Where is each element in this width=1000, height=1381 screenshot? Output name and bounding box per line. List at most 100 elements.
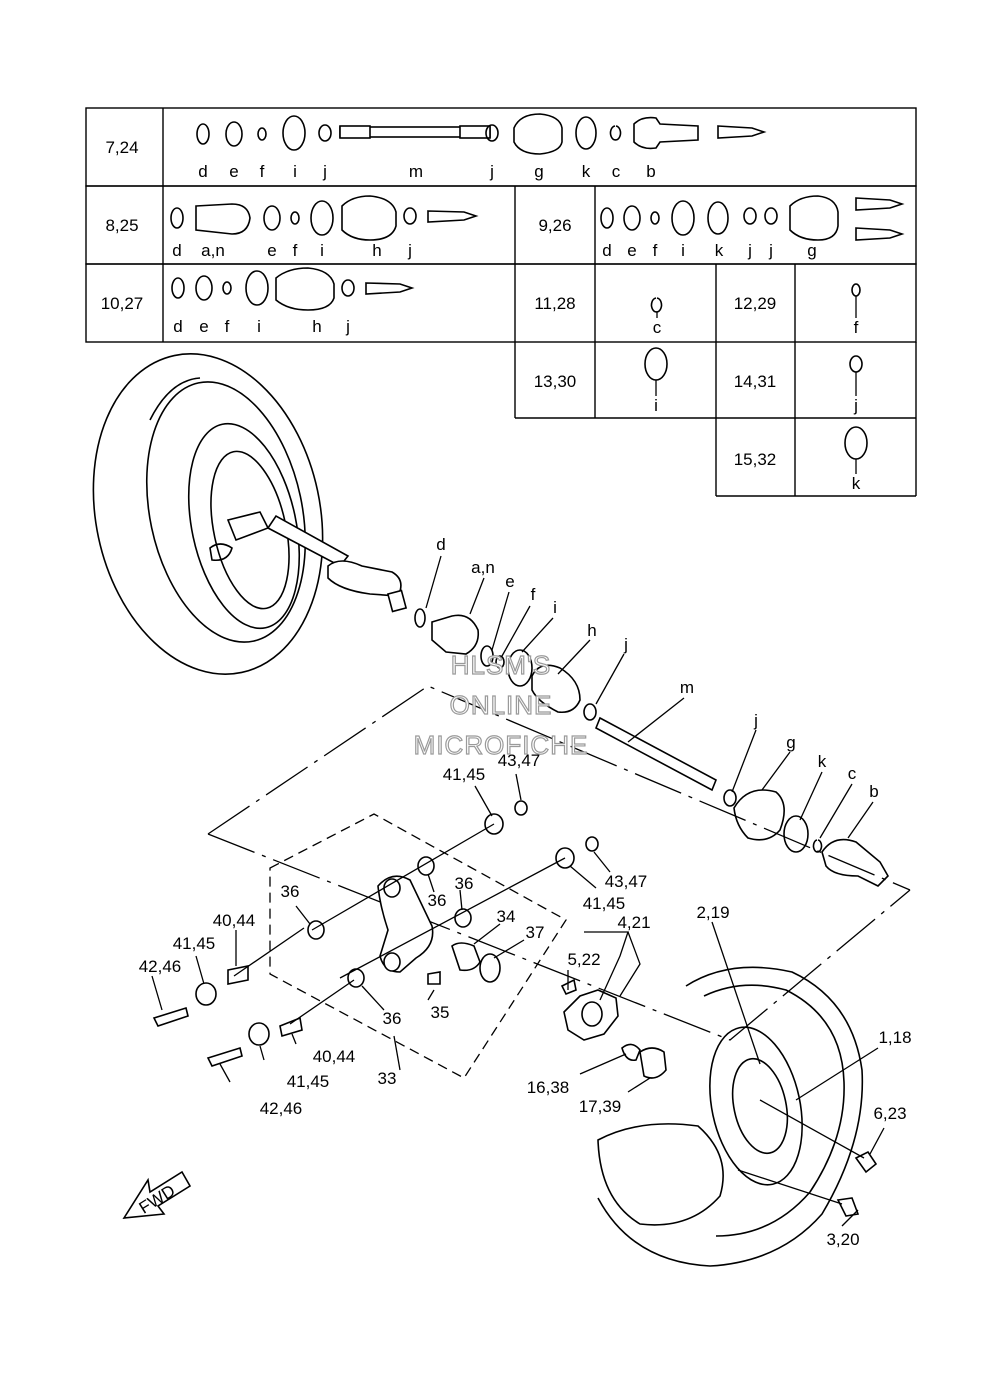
hub <box>563 989 619 1041</box>
callout-b: b <box>869 782 878 801</box>
svg-text:f: f <box>225 317 230 336</box>
table-ref-13-30: 13,30 <box>534 372 577 391</box>
callout-5-22: 5,22 <box>567 950 600 969</box>
row-10-27-letters: d e f i h j <box>173 317 350 336</box>
svg-text:m: m <box>409 162 423 181</box>
callout-4-21: 4,21 <box>617 913 650 932</box>
arm-assembly <box>152 800 599 1067</box>
callout-k: k <box>818 752 827 771</box>
svg-text:h: h <box>372 241 381 260</box>
svg-text:j: j <box>407 241 412 260</box>
svg-text:i: i <box>257 317 261 336</box>
svg-text:g: g <box>534 162 543 181</box>
callout-labels: d a,n e f i h j m j g k c b 41,45 43,47 … <box>139 535 912 1249</box>
rear-wheel-assembly <box>560 966 878 1267</box>
svg-text:j: j <box>747 241 752 260</box>
row-9-26-sketches <box>600 195 905 241</box>
table-ref-15-32: 15,32 <box>734 450 777 469</box>
part-k-band <box>783 815 809 853</box>
svg-text:f: f <box>260 162 265 181</box>
svg-text:e: e <box>267 241 276 260</box>
part-h-boot <box>531 664 581 714</box>
svg-text:j: j <box>853 396 858 415</box>
table-ref-11-28: 11,28 <box>534 294 575 313</box>
row-7-24-letters: d e f i j m j g k c b <box>198 162 655 181</box>
row-8-25-sketches <box>170 195 479 241</box>
svg-text:j: j <box>489 162 494 181</box>
callout-36-b: 36 <box>455 874 474 893</box>
callout-43-47-right: 43,47 <box>605 872 648 891</box>
svg-text:i: i <box>293 162 297 181</box>
part-i-band <box>507 649 533 687</box>
callout-36-a: 36 <box>281 882 300 901</box>
callout-6-23: 6,23 <box>873 1104 906 1123</box>
part-g-boot <box>733 789 785 841</box>
svg-text:d: d <box>172 241 181 260</box>
watermark-line-2: ONLINE <box>450 690 553 720</box>
svg-text:i: i <box>320 241 324 260</box>
svg-text:d: d <box>173 317 182 336</box>
watermark: HLSM'S ONLINE MICROFICHE <box>413 649 589 760</box>
svg-text:a,n: a,n <box>201 241 225 260</box>
row-9-26-letters: d e f i k j j g <box>602 241 816 260</box>
callout-m: m <box>680 678 694 697</box>
svg-text:j: j <box>768 241 773 260</box>
table-ref-9-26: 9,26 <box>538 216 571 235</box>
callout-35: 35 <box>431 1003 450 1022</box>
svg-text:d: d <box>198 162 207 181</box>
front-wheel-assembly <box>92 353 408 675</box>
svg-text:i: i <box>654 396 658 415</box>
svg-text:j: j <box>322 162 327 181</box>
part-f-clip <box>495 655 505 669</box>
table-ref-12-29: 12,29 <box>734 294 777 313</box>
table-ref-8-25: 8,25 <box>105 216 138 235</box>
fwd-arrow-icon <box>122 1170 192 1219</box>
row-10-27-sketches <box>171 267 415 311</box>
svg-text:j: j <box>345 317 350 336</box>
table-ref-7-24: 7,24 <box>105 138 138 157</box>
leader-lines <box>151 555 885 1227</box>
callout-16-38: 16,38 <box>527 1078 570 1097</box>
callout-h: h <box>587 621 596 640</box>
svg-text:f: f <box>653 241 658 260</box>
part-b-cv-joint <box>821 838 889 887</box>
callout-36-c: 36 <box>428 891 447 910</box>
callout-3-20: 3,20 <box>826 1230 859 1249</box>
callout-33: 33 <box>378 1069 397 1088</box>
svg-text:e: e <box>229 162 238 181</box>
callout-41-45-b: 41,45 <box>287 1072 330 1091</box>
svg-text:f: f <box>293 241 298 260</box>
svg-text:e: e <box>627 241 636 260</box>
callout-34: 34 <box>497 907 516 926</box>
arm-body <box>377 875 434 973</box>
single-part-cells: c f i j k <box>644 283 868 493</box>
parts-table: 7,24 8,25 9,26 10,27 11,28 12,29 13,30 1… <box>85 107 917 497</box>
svg-text:c: c <box>612 162 621 181</box>
part-e-ring <box>480 645 494 667</box>
svg-text:h: h <box>312 317 321 336</box>
svg-text:b: b <box>646 162 655 181</box>
fwd-arrow: FWD <box>122 1170 192 1219</box>
callout-42-46-a: 42,46 <box>139 957 182 976</box>
callout-2-19: 2,19 <box>696 903 729 922</box>
callout-f: f <box>531 585 536 604</box>
callout-41-45-top: 41,45 <box>443 765 486 784</box>
callout-d: d <box>436 535 445 554</box>
callout-43-47-top: 43,47 <box>498 751 541 770</box>
svg-text:g: g <box>807 241 816 260</box>
table-ref-10-27: 10,27 <box>101 294 144 313</box>
part-c-clip <box>812 839 823 853</box>
svg-text:d: d <box>602 241 611 260</box>
callout-c: c <box>848 764 857 783</box>
callout-e: e <box>505 572 514 591</box>
callout-i: i <box>553 598 557 617</box>
watermark-line-3: MICROFICHE <box>414 730 589 760</box>
svg-text:i: i <box>681 241 685 260</box>
svg-text:f: f <box>854 318 859 337</box>
part-d-ring <box>414 608 426 628</box>
row-8-25-letters: d a,n e f i h j <box>172 241 412 260</box>
svg-text:e: e <box>199 317 208 336</box>
callout-37: 37 <box>526 923 545 942</box>
part-j-band-2 <box>723 789 737 807</box>
